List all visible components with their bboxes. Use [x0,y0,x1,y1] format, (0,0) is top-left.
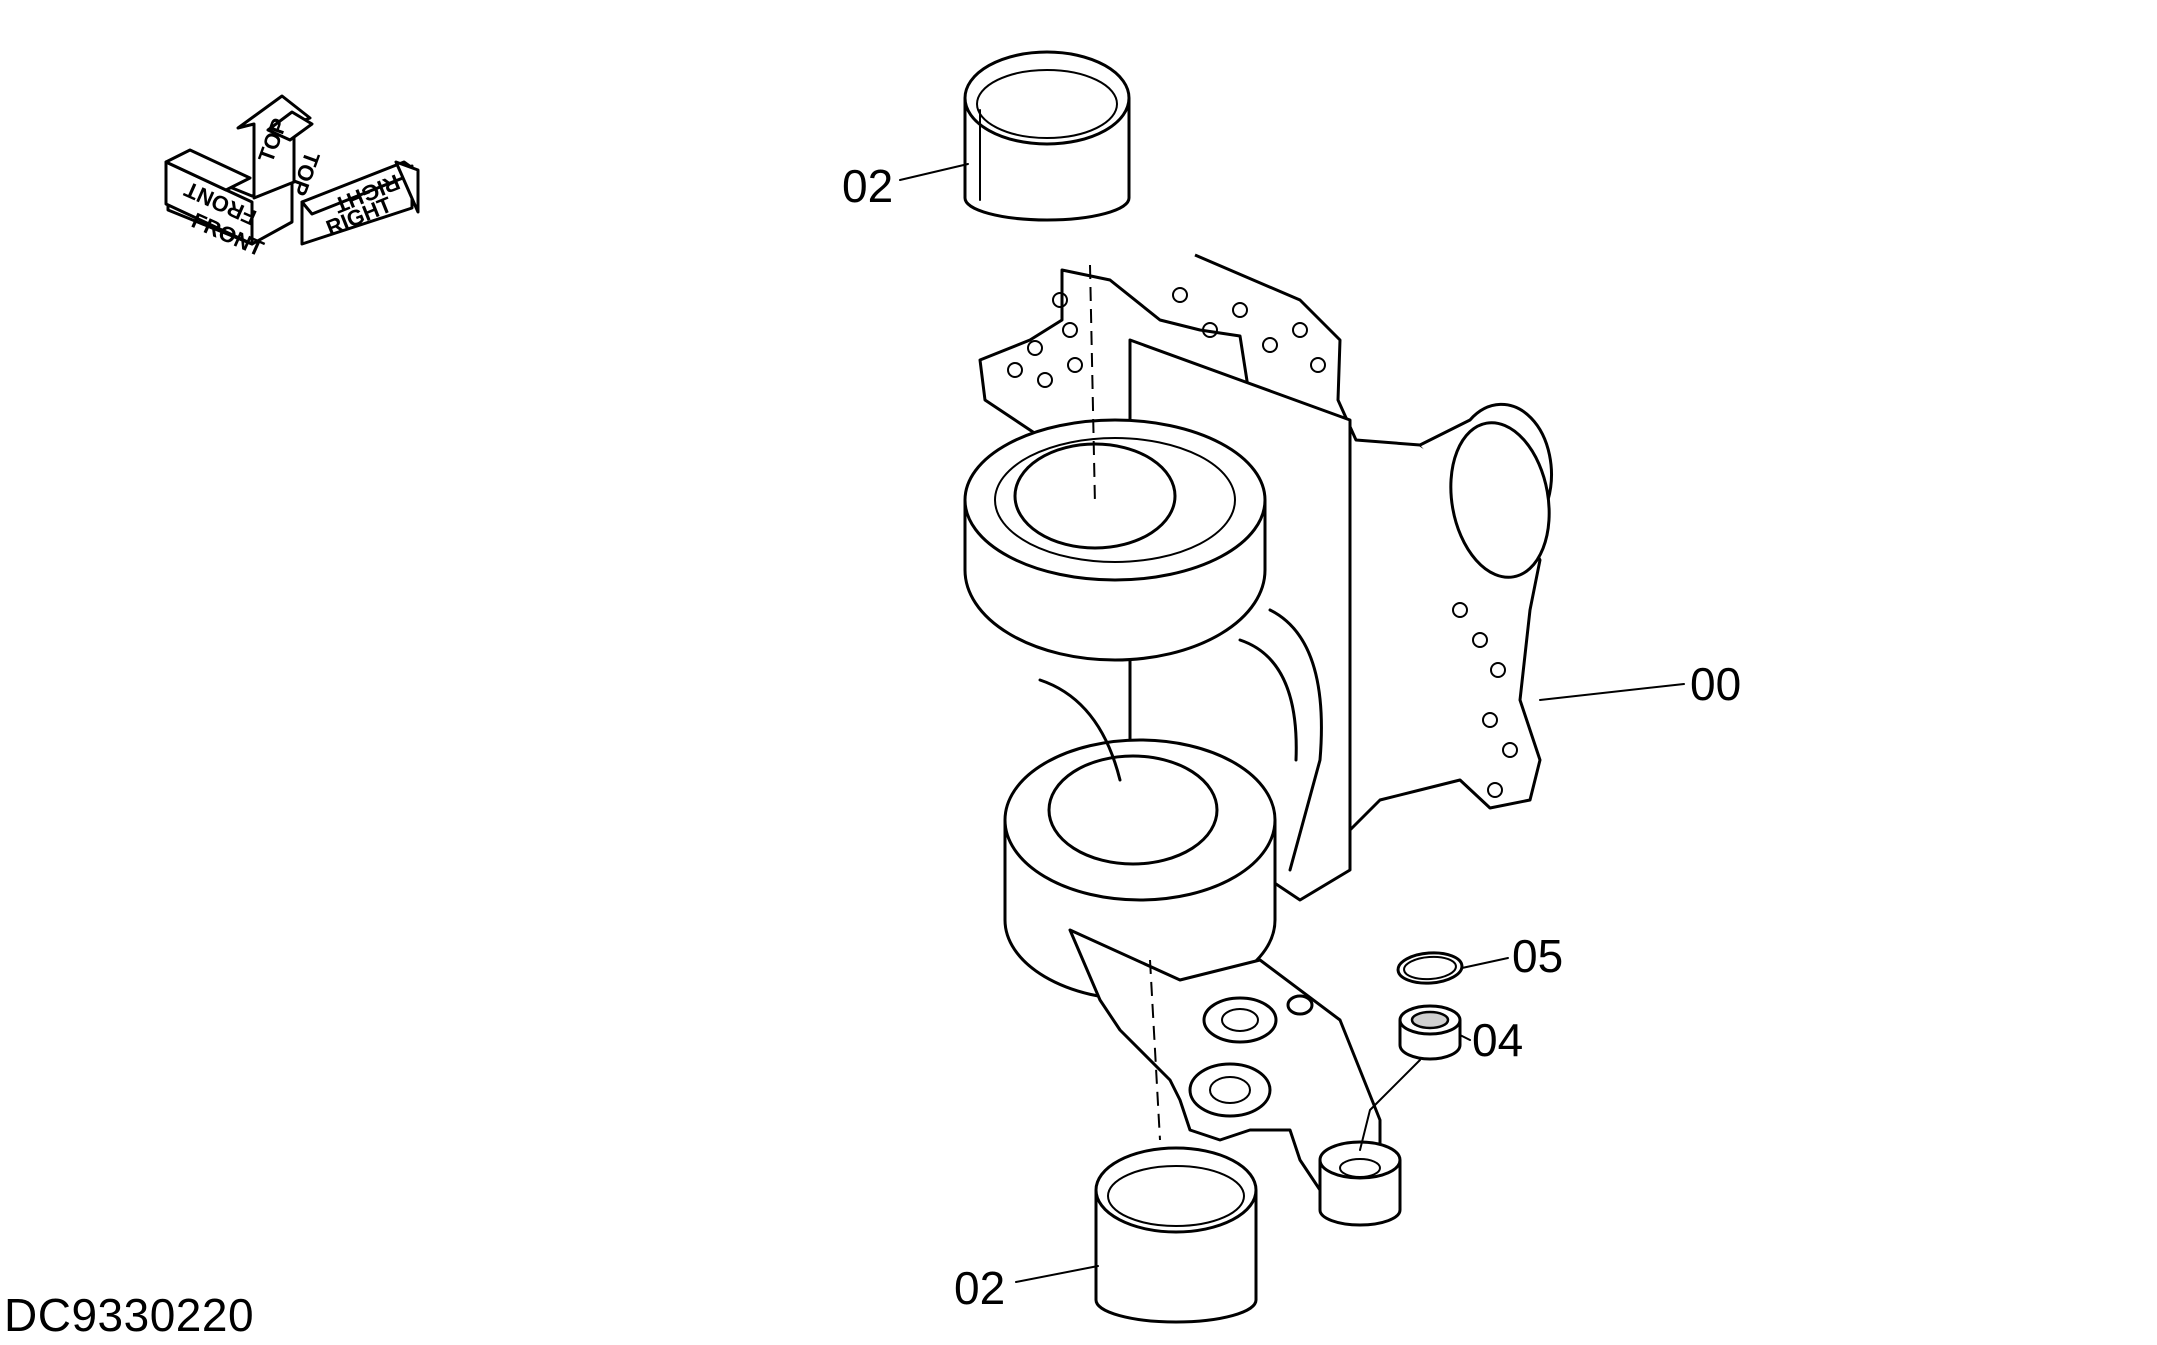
snap-ring [1396,951,1464,985]
callouts: 02 00 05 04 02 [842,160,1741,1314]
orientation-indicator: FRONT FRONT TOP TOP RIGHT RIGHT [164,94,420,262]
drawing-code: DC9330220 [4,1289,255,1341]
knuckle-body [963,253,1553,1227]
callout-label-bushing-bottom: 02 [954,1262,1005,1314]
spherical-bearing [1359,1004,1462,1151]
callout-label-snap-ring: 05 [1512,930,1563,982]
callout-label-knuckle-body: 00 [1690,658,1741,710]
callout-label-spherical-bearing: 04 [1472,1014,1523,1066]
bushing-top [963,50,1131,222]
callout-label-bushing-top: 02 [842,160,893,212]
bushing-bottom [1094,1146,1258,1324]
